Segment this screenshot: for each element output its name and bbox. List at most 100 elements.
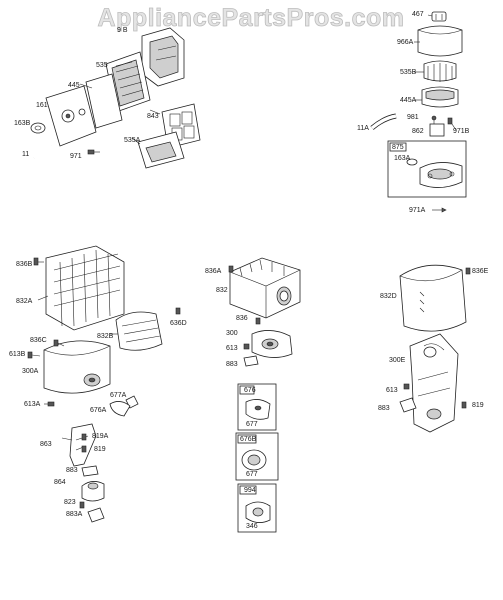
label-9b: 9 B bbox=[117, 27, 128, 34]
label-883c: 883 bbox=[378, 405, 390, 412]
label-832b: 832B bbox=[97, 333, 114, 340]
screw-613-right bbox=[403, 383, 410, 390]
screw-613 bbox=[243, 343, 250, 350]
screw-819-right bbox=[461, 401, 467, 409]
screw-836c bbox=[53, 339, 59, 347]
part-883 bbox=[81, 465, 99, 477]
label-535: 535 bbox=[96, 62, 108, 69]
label-971: 971 bbox=[70, 153, 82, 160]
label-843: 843 bbox=[147, 113, 159, 120]
part-883a bbox=[87, 507, 105, 523]
screw-971 bbox=[87, 149, 95, 155]
label-300e: 300E bbox=[389, 357, 406, 364]
label-971b: 971B bbox=[453, 128, 470, 135]
muffler-assembly-right bbox=[399, 264, 471, 433]
label-981: 981 bbox=[407, 114, 419, 121]
label-300a: 300A bbox=[22, 368, 39, 375]
air-cleaner-assembly-top-right bbox=[370, 11, 467, 213]
label-636d: 636D bbox=[170, 320, 187, 327]
cover-966a bbox=[417, 25, 463, 57]
screw-823 bbox=[79, 501, 85, 509]
label-613: 613 bbox=[226, 345, 238, 352]
label-676b: 676B bbox=[240, 436, 257, 443]
label-819a: 819A bbox=[92, 433, 109, 440]
cover-detail bbox=[149, 35, 179, 79]
watermark: AppliancePartsPros.com bbox=[98, 4, 405, 32]
label-346: 346 bbox=[246, 523, 258, 530]
filter-frame-445 bbox=[85, 73, 123, 129]
label-677b: 677 bbox=[246, 471, 258, 478]
label-864: 864 bbox=[54, 479, 66, 486]
screw-819a bbox=[81, 433, 87, 441]
label-836c: 836C bbox=[30, 337, 47, 344]
label-819: 819 bbox=[94, 446, 106, 453]
label-467: 467 bbox=[412, 11, 424, 18]
screw-613a bbox=[47, 401, 55, 407]
label-875: 875 bbox=[392, 144, 404, 151]
gasket-163a bbox=[406, 158, 418, 166]
guard-832d bbox=[399, 264, 467, 332]
screw-636d bbox=[175, 307, 181, 315]
label-819b: 819 bbox=[472, 402, 484, 409]
label-677: 677 bbox=[246, 421, 258, 428]
muffler-300a bbox=[43, 340, 111, 394]
label-163a: 163A bbox=[394, 155, 411, 162]
screw-836e bbox=[465, 267, 471, 275]
muffler-guard-832 bbox=[229, 257, 301, 319]
label-677a: 677A bbox=[110, 392, 127, 399]
screw-836b bbox=[33, 257, 39, 266]
part-883-center bbox=[243, 355, 259, 367]
label-836a: 836A bbox=[205, 268, 222, 275]
muffler-assembly-left bbox=[27, 245, 181, 523]
label-676a: 676A bbox=[90, 407, 107, 414]
part-676a bbox=[109, 401, 131, 417]
label-862: 862 bbox=[412, 128, 424, 135]
label-832d: 832D bbox=[380, 293, 397, 300]
filter-pleats bbox=[111, 59, 145, 107]
label-613b: 613B bbox=[9, 351, 26, 358]
kit-box-875 bbox=[387, 140, 467, 198]
label-445a: 445A bbox=[400, 97, 417, 104]
label-163b: 163B bbox=[14, 120, 31, 127]
label-994: 994 bbox=[244, 487, 256, 494]
screw-613b bbox=[27, 351, 33, 359]
label-11: 11 bbox=[22, 151, 29, 158]
kit-box-676 bbox=[237, 383, 277, 431]
label-535b: 535B bbox=[400, 69, 417, 76]
wing-nut-467 bbox=[431, 11, 447, 22]
label-676: 676 bbox=[244, 387, 256, 394]
gasket-163b bbox=[30, 122, 46, 134]
label-883b: 883 bbox=[226, 361, 238, 368]
screw-836a bbox=[228, 265, 234, 273]
label-445: 445 bbox=[68, 82, 80, 89]
label-836b: 836B bbox=[16, 261, 33, 268]
screw-981 bbox=[431, 115, 437, 121]
label-11a: 11A bbox=[357, 125, 369, 132]
bracket-863 bbox=[69, 423, 97, 467]
screw-819 bbox=[81, 445, 87, 453]
label-836: 836 bbox=[236, 315, 248, 322]
bracket-862 bbox=[429, 123, 445, 137]
label-613c: 613 bbox=[386, 387, 398, 394]
part-883-right bbox=[399, 397, 417, 413]
label-883: 883 bbox=[66, 467, 78, 474]
label-823: 823 bbox=[64, 499, 76, 506]
label-836e: 836E bbox=[472, 268, 489, 275]
kit-boxes-center bbox=[235, 383, 279, 533]
kit-box-994 bbox=[237, 483, 277, 533]
label-832a: 832A bbox=[16, 298, 33, 305]
label-863: 863 bbox=[40, 441, 52, 448]
label-832: 832 bbox=[216, 287, 228, 294]
label-535a: 535A bbox=[124, 137, 141, 144]
label-300: 300 bbox=[226, 330, 238, 337]
deflector-864 bbox=[81, 481, 105, 502]
muffler-assembly-center bbox=[228, 257, 301, 367]
kit-box-676b bbox=[235, 432, 279, 481]
label-161: 161 bbox=[36, 102, 48, 109]
label-613a: 613A bbox=[24, 401, 41, 408]
screw-836 bbox=[255, 317, 261, 325]
label-971a: 971A bbox=[409, 207, 426, 214]
label-883a: 883A bbox=[66, 511, 83, 518]
air-cleaner-assembly-top-left bbox=[30, 27, 201, 169]
